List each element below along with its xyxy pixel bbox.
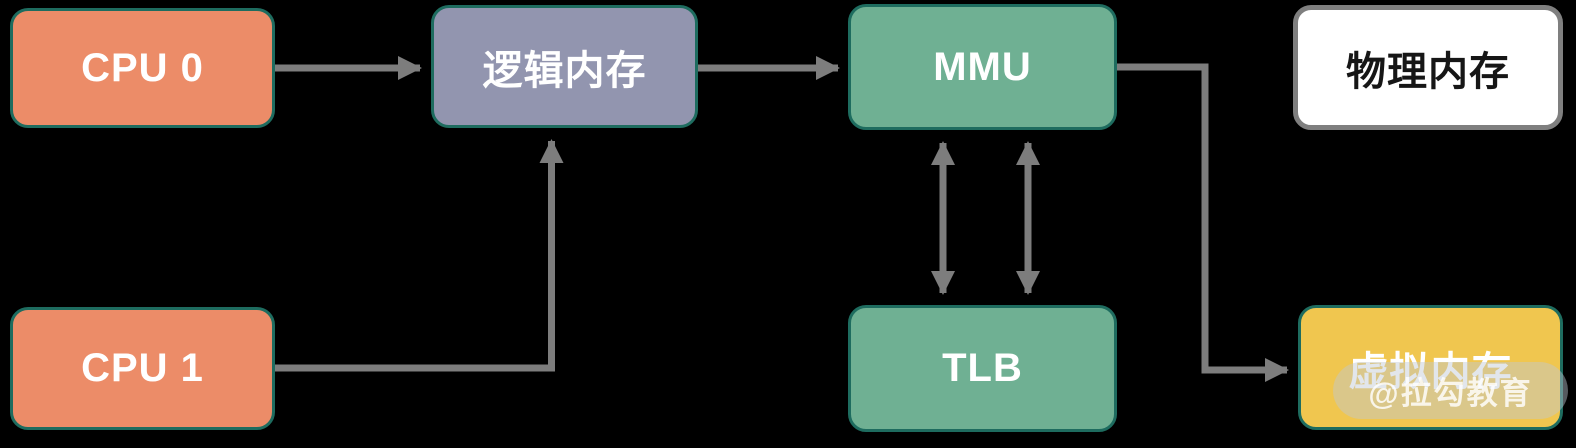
watermark-badge: @拉勾教育 (1333, 362, 1568, 419)
node-cpu1: CPU 1 (10, 307, 275, 430)
node-logical-memory-label: 逻辑内存 (482, 48, 647, 93)
node-virtual-memory: 虚拟内存 (1298, 305, 1563, 430)
node-mmu-label: MMU (933, 44, 1032, 89)
node-tlb-label: TLB (942, 346, 1023, 390)
node-cpu1-label: CPU 1 (81, 346, 204, 390)
node-cpu0: CPU 0 (10, 8, 275, 128)
node-cpu0-label: CPU 0 (81, 45, 204, 90)
node-physical-memory-label: 物理内存 (1346, 49, 1510, 94)
node-logical-memory: 逻辑内存 (431, 5, 698, 128)
node-physical-memory: 物理内存 (1293, 5, 1563, 130)
node-tlb: TLB (848, 305, 1117, 432)
node-mmu: MMU (848, 4, 1117, 130)
arrow-mmu-to-virtual-memory (1117, 63, 1289, 382)
node-virtual-memory-label: 虚拟内存 (1348, 349, 1513, 394)
watermark-label: @拉勾教育 (1368, 376, 1533, 411)
arrow-cpu1-to-logical-memory (275, 139, 564, 372)
